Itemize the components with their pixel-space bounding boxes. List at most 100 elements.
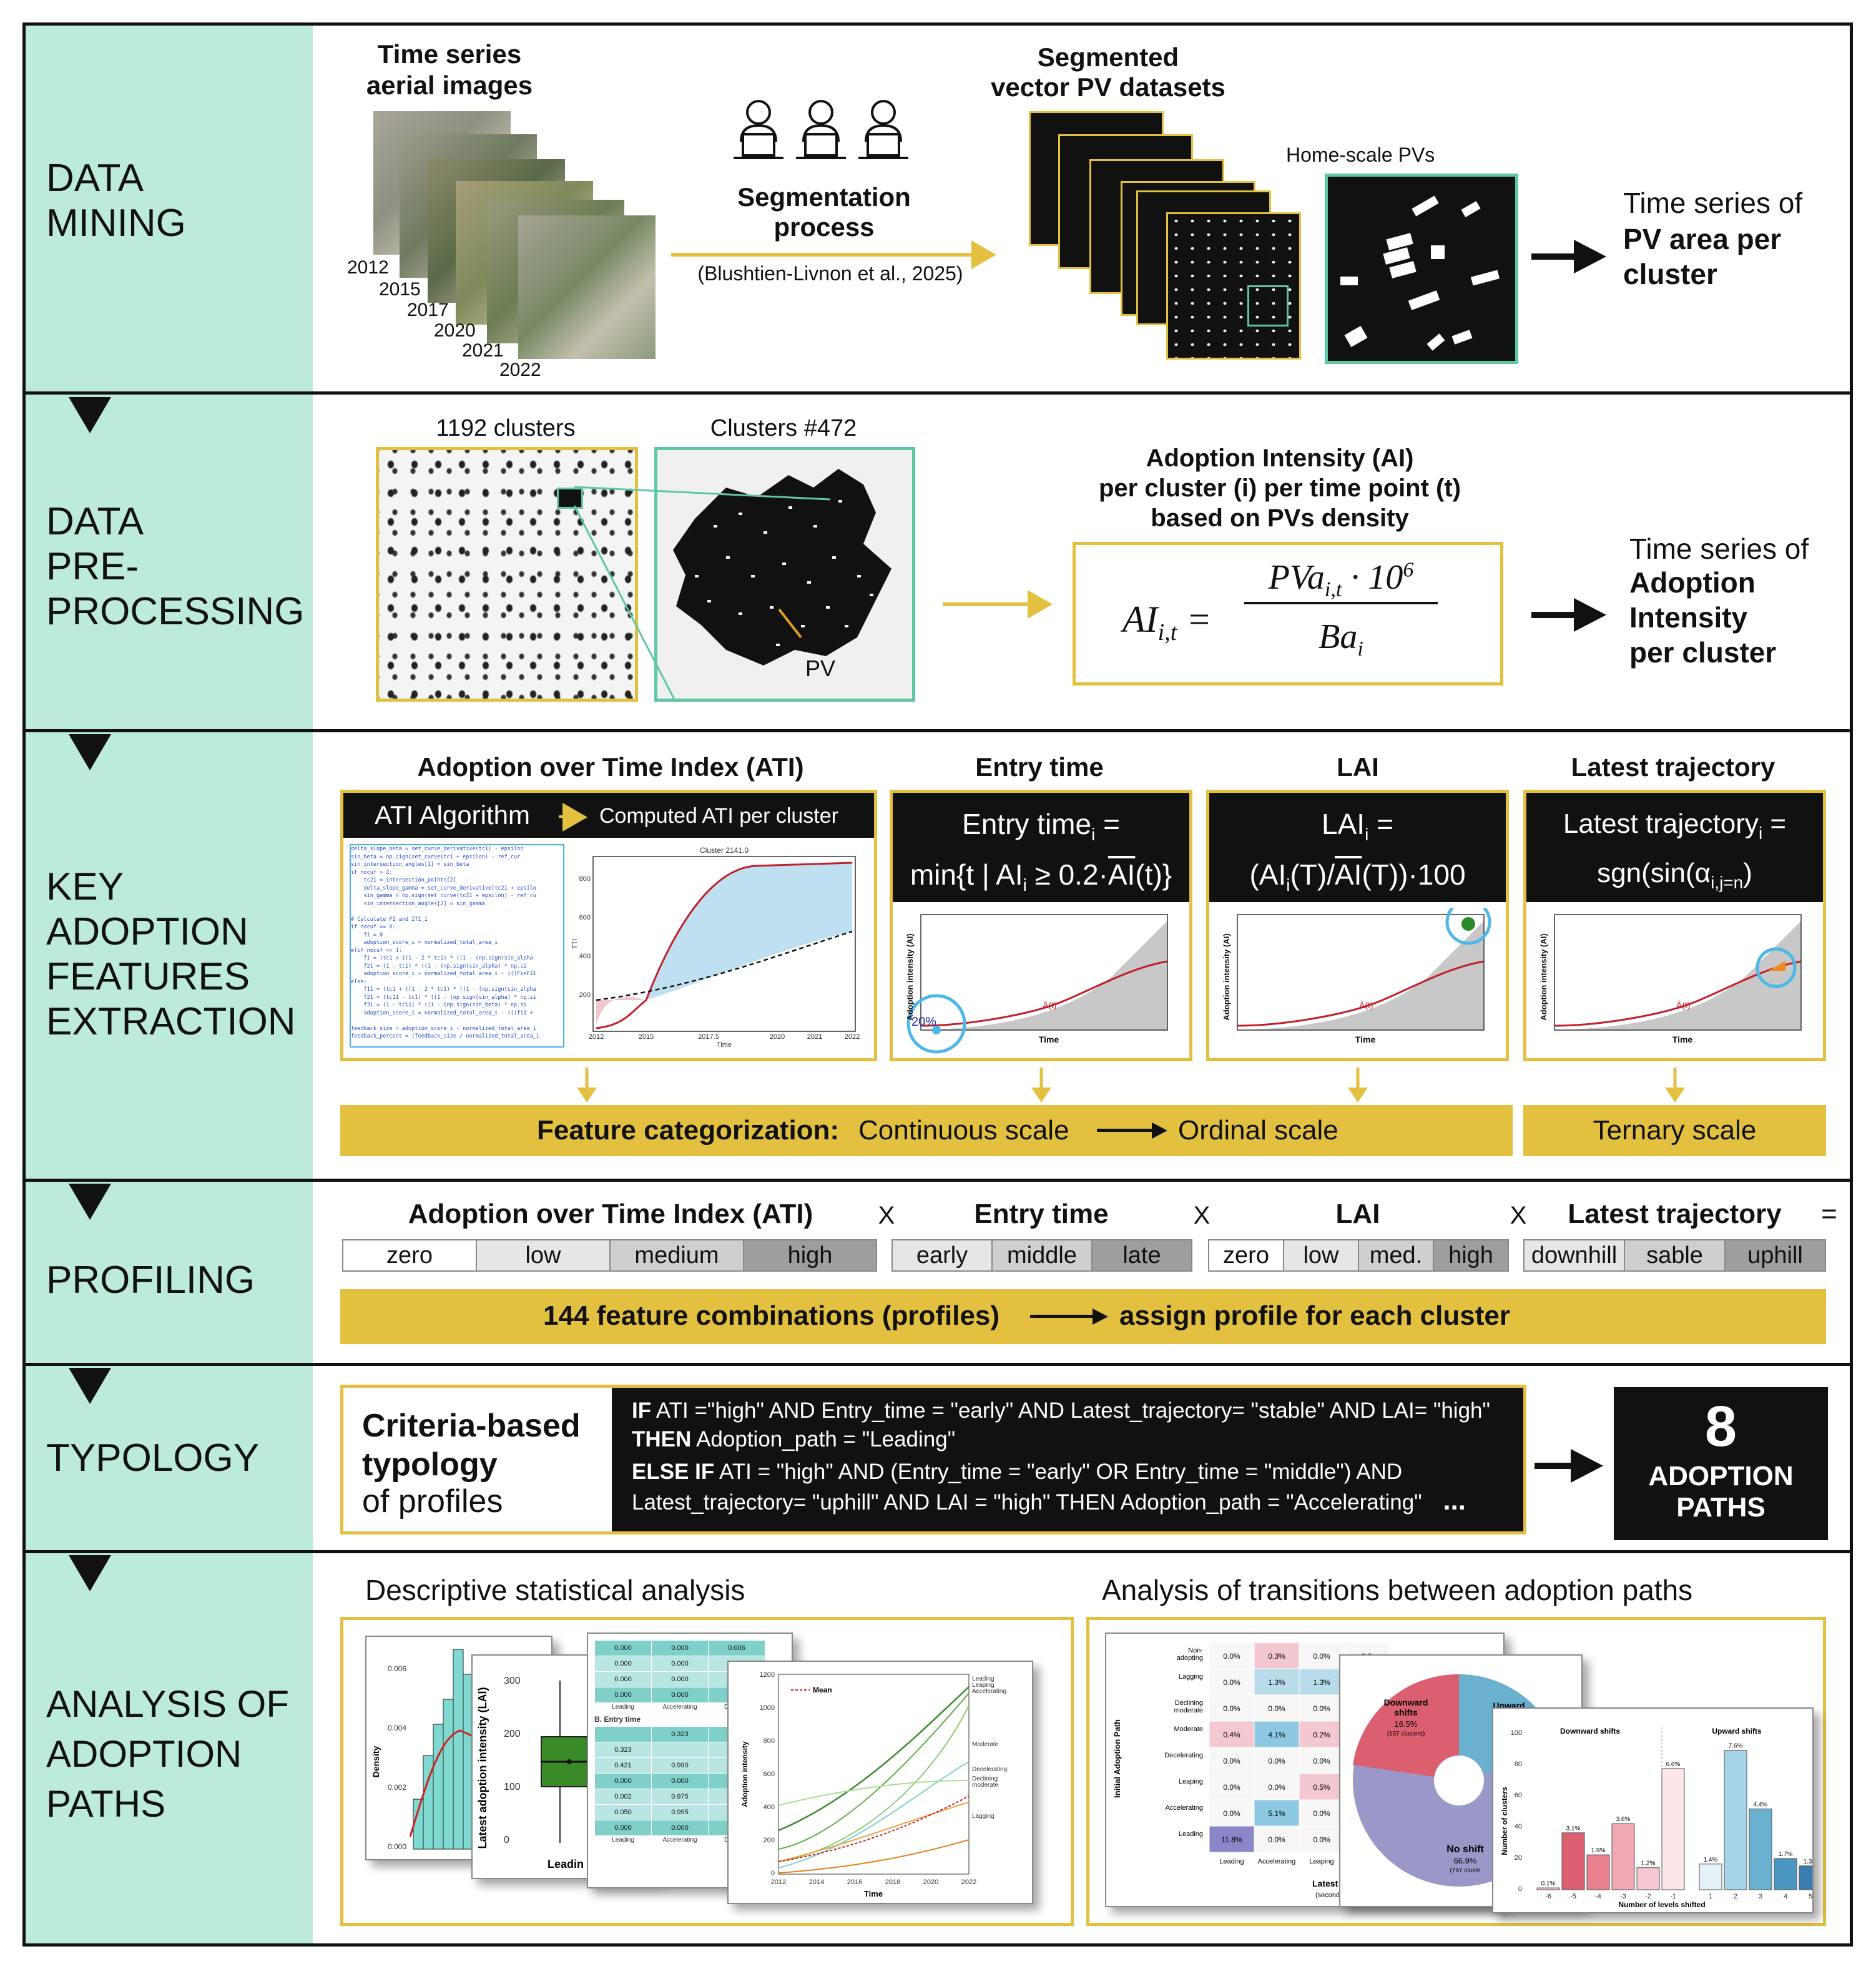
transitions-title: Analysis of transitions between adoption… bbox=[1102, 1574, 1693, 1606]
heat-row-label: Decelerating bbox=[1164, 1752, 1203, 1759]
table-b-title: B. Entry time bbox=[594, 1715, 641, 1724]
box-ytick: 200 bbox=[504, 1729, 521, 1739]
bar-value-label: 1.9% bbox=[1591, 1847, 1606, 1854]
line-xtick: 2014 bbox=[809, 1878, 824, 1886]
ai-formula: AIi,t = bbox=[1122, 599, 1212, 646]
box-ylabel: Latest adoption intensity (LAI) bbox=[476, 1687, 489, 1849]
vector-datasets-title: Segmented vector PV datasets bbox=[991, 42, 1225, 102]
line-xtick: 2016 bbox=[847, 1878, 862, 1886]
cluster-472-label: Clusters #472 bbox=[710, 415, 857, 441]
series-line bbox=[778, 1839, 970, 1873]
latest-title: Latest trajectory bbox=[1571, 752, 1775, 782]
heat-cell bbox=[1209, 1694, 1255, 1722]
ai-title: Adoption Intensity (AI) per cluster (i) … bbox=[1098, 444, 1461, 532]
level-cell: med. bbox=[1359, 1240, 1434, 1270]
heat-ylabel: Initial Adoption Path bbox=[1112, 1719, 1122, 1798]
diagram-frame bbox=[22, 22, 1853, 1947]
heat-cell-value: 0.0% bbox=[1223, 1783, 1240, 1792]
heat-col-label: Leading bbox=[1219, 1858, 1244, 1865]
black-arrow bbox=[1531, 598, 1606, 632]
heat-xlabel: Latest A bbox=[1312, 1878, 1347, 1888]
stage-label: ANALYSIS OF ADOPTION PATHS bbox=[46, 1683, 290, 1825]
table-header-cell: Leading bbox=[612, 1704, 634, 1711]
times-symbol: X bbox=[1510, 1202, 1527, 1229]
bar-ytick: 20 bbox=[1515, 1854, 1522, 1862]
shift-bar-chart-card: Downward shifts Upward shifts Number of … bbox=[1492, 1707, 1847, 1913]
line-xtick: 2020 bbox=[923, 1878, 938, 1886]
series-label: Moderate bbox=[972, 1741, 999, 1748]
mini-ylabel: Adoption intensity (AI) bbox=[1539, 933, 1548, 1020]
bar-value-label: 1.7% bbox=[1779, 1851, 1793, 1858]
year-label: 2015 bbox=[379, 279, 421, 300]
bar-value-label: 0.1% bbox=[1541, 1880, 1556, 1887]
profiles-bar: 144 feature combinations (profiles) assi… bbox=[340, 1289, 1826, 1344]
bar-xtick: -1 bbox=[1670, 1893, 1676, 1900]
rule-text: Adoption_path = "Leading" bbox=[691, 1427, 956, 1451]
series-line bbox=[778, 1692, 970, 1850]
heat-row-label: Non- bbox=[1188, 1647, 1203, 1654]
entry-pct-label: 20% bbox=[911, 1015, 936, 1029]
line-ylabel: Adoption intensity bbox=[740, 1741, 749, 1807]
code-line: sin_beta = np.sign(set_curve(tc1 + epsil… bbox=[351, 853, 521, 860]
ai-formula-box: AIi,t = PVai,t · 106 Bai bbox=[1073, 542, 1503, 685]
level-cell: sable bbox=[1625, 1240, 1726, 1270]
chart-title: Cluster 2141.0 bbox=[700, 846, 749, 855]
shift-bar bbox=[1699, 1863, 1722, 1890]
typology-rules: IF ATI ="high" AND Entry_time = "early" … bbox=[612, 1388, 1523, 1531]
table-cell: 0.421 bbox=[594, 1757, 652, 1774]
row-analysis bbox=[22, 1553, 1853, 1943]
heat-row-label: Moderate bbox=[1174, 1726, 1203, 1733]
bar-value-label: 1.4% bbox=[1704, 1857, 1718, 1863]
level-cell: zero bbox=[1209, 1240, 1284, 1270]
pv-label: PV bbox=[805, 656, 836, 681]
table-cell: 0.323 bbox=[594, 1742, 652, 1758]
latest-trajectory-chart: Ā(t) Time Adoption intensity (AI) bbox=[1539, 908, 1814, 1058]
series-label: Leaping bbox=[972, 1682, 994, 1689]
heat-cell-value: 0.0% bbox=[1313, 1809, 1330, 1818]
shift-bar bbox=[1661, 1768, 1685, 1890]
entry-time-formula: Entry timei =min{t | AIi ≥ 0.2·AI(t)} bbox=[893, 793, 1189, 902]
row-data-mining bbox=[22, 26, 1853, 391]
table-cell: 0.975 bbox=[651, 1789, 709, 1805]
heat-cell-value: 0.0% bbox=[1223, 1757, 1240, 1765]
typology-title: Criteria-based typology bbox=[362, 1408, 581, 1483]
lai-chart: Ā(t) Time Adoption intensity (AI) bbox=[1222, 899, 1496, 1058]
pie-no-pct: 66.9% bbox=[1454, 1856, 1477, 1865]
down-arrow-icon bbox=[1348, 1068, 1368, 1102]
chart-ytick: 400 bbox=[579, 953, 591, 960]
pre-output-bold: Adoption Intensity per cluster bbox=[1629, 566, 1777, 669]
bar-xtick: 3 bbox=[1759, 1893, 1762, 1900]
line-ytick: 800 bbox=[764, 1737, 775, 1745]
shift-bar bbox=[1774, 1858, 1797, 1890]
table-header-cell: Leading bbox=[612, 1837, 634, 1844]
stage-label: DATA MINING bbox=[46, 157, 186, 245]
pie-down-pct: 16.5% bbox=[1395, 1719, 1418, 1729]
rule-text: Latest_trajectory= "uphill" AND LAI = "h… bbox=[632, 1490, 1422, 1515]
table-cell: 0.995 bbox=[651, 1804, 709, 1820]
code-line: f21 = (1 - tc1) * ((1 - (np.sign(sin_alp… bbox=[351, 963, 527, 970]
chart-xtick: 2017.5 bbox=[698, 1033, 719, 1041]
entry-time-box: Entry timei =min{t | AIi ≥ 0.2·AI(t)} 20… bbox=[890, 790, 1192, 1061]
pie-down-label-2: shifts bbox=[1394, 1707, 1418, 1717]
chart-ytick: 200 bbox=[579, 991, 591, 999]
bar-value-label: 3.1% bbox=[1566, 1825, 1581, 1832]
profiling-latest-title: Latest trajectory bbox=[1568, 1199, 1782, 1229]
chart-xtick: 2012 bbox=[589, 1033, 604, 1041]
stage-label: TYPOLOGY bbox=[46, 1436, 260, 1480]
gold-arrow bbox=[943, 590, 1053, 619]
heat-cell-value: 0.0% bbox=[1313, 1757, 1330, 1765]
heat-cell-value: 1.3% bbox=[1268, 1678, 1285, 1687]
chart-xtick: 2022 bbox=[845, 1033, 860, 1041]
ati-code-snippet: delta_slope_beta = set_curve_derivative(… bbox=[350, 844, 564, 1048]
pre-output-line1: Time series of bbox=[1629, 533, 1809, 565]
heat-cell bbox=[1254, 1694, 1300, 1722]
separator bbox=[22, 729, 1853, 732]
code-line bbox=[351, 908, 563, 916]
heat-cell-value: 0.0% bbox=[1223, 1809, 1240, 1818]
code-line: fi = 0 bbox=[351, 931, 383, 938]
table-header-cell: Accelerating bbox=[662, 1704, 697, 1711]
heat-cell-value: 0.0% bbox=[1223, 1678, 1240, 1687]
